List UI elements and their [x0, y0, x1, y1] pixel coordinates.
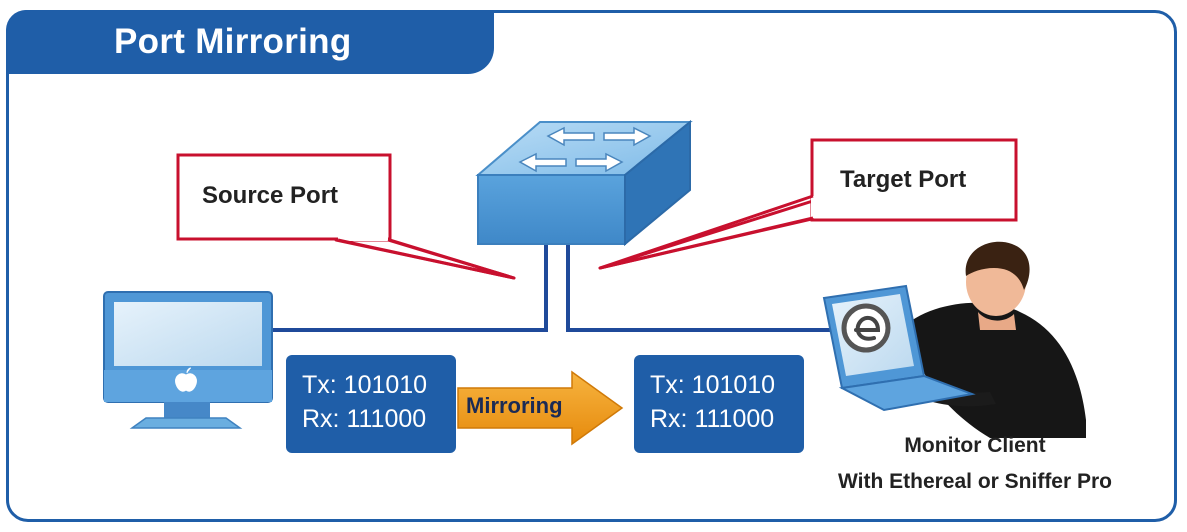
mirroring-label: Mirroring: [466, 393, 563, 418]
desktop-computer-icon: [103, 291, 273, 429]
switch-icon: [475, 119, 693, 247]
laptop-user-icon: [822, 241, 1086, 438]
target-port-callout: [598, 138, 1018, 270]
source-port-callout: [176, 153, 516, 280]
source-tx-value: Tx: 101010: [302, 371, 428, 399]
page-title: Port Mirroring: [114, 22, 352, 61]
monitor-client-line1: Monitor Client: [904, 434, 1046, 457]
ethereal-logo-icon: [841, 303, 891, 353]
network-cables: [272, 244, 834, 332]
mirrored-tx-value: Tx: 101010: [650, 371, 776, 399]
target-port-label: Target Port: [840, 166, 967, 193]
mirrored-traffic-box: Tx: 101010 Rx: 111000: [634, 355, 804, 453]
source-port-label: Source Port: [202, 182, 339, 209]
mirrored-rx-value: Rx: 111000: [650, 405, 775, 433]
apple-logo-icon: [175, 367, 197, 392]
mirroring-arrow: [457, 370, 624, 446]
title-tab: Port Mirroring: [6, 10, 494, 74]
monitor-client-caption: Monitor Client With Ethereal or Sniffer …: [800, 428, 1150, 500]
source-rx-value: Rx: 111000: [302, 405, 427, 433]
source-traffic-box: Tx: 101010 Rx: 111000: [286, 355, 456, 453]
monitor-client-line2: With Ethereal or Sniffer Pro: [837, 470, 1112, 493]
